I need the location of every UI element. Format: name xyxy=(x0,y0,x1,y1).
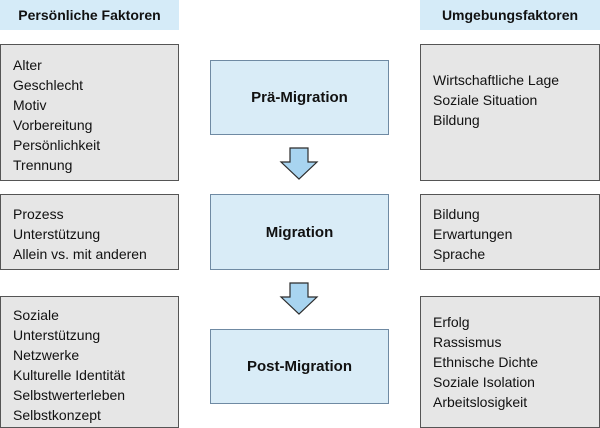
factor-item: Sprache xyxy=(433,246,486,262)
factor-item: Selbstwerterleben xyxy=(13,387,126,403)
factor-item: Persönlichkeit xyxy=(13,137,101,153)
down-arrow-icon xyxy=(279,147,319,180)
environmental-factors-post-migration: Erfolg Rassismus Ethnische Dichte Sozial… xyxy=(420,296,600,428)
factor-item: Netzwerke xyxy=(13,347,80,363)
factor-item: Ethnische Dichte xyxy=(433,354,539,370)
factor-item: Vorbereitung xyxy=(13,117,93,133)
factor-item: Soziale Situation xyxy=(433,92,538,108)
factor-item: Selbstkonzept xyxy=(13,407,101,423)
phase-pre-migration: Prä-Migration xyxy=(210,60,389,135)
factor-item: Wirtschaftliche Lage xyxy=(433,72,560,88)
personal-factors-migration: Prozess Unterstützung Allein vs. mit and… xyxy=(0,194,179,270)
factor-item: Bildung xyxy=(433,206,480,222)
factor-item: Soziale Isolation xyxy=(433,374,535,390)
environmental-factors-header: Umgebungsfaktoren xyxy=(420,0,600,30)
factor-item: Erfolg xyxy=(433,314,470,330)
environmental-factors-pre-migration: Wirtschaftliche Lage Soziale Situation B… xyxy=(420,44,600,181)
factor-item: Allein vs. mit anderen xyxy=(13,246,147,262)
factor-item: Arbeitslosigkeit xyxy=(433,394,528,410)
phase-label: Post-Migration xyxy=(247,358,352,375)
phase-label: Migration xyxy=(265,223,334,241)
factor-item: Unterstützung xyxy=(13,226,101,242)
factor-item: Motiv xyxy=(13,97,47,113)
environmental-factors-migration: Bildung Erwartungen Sprache xyxy=(420,194,600,270)
down-arrow-icon xyxy=(279,282,319,315)
factor-item: Bildung xyxy=(433,112,480,128)
personal-factors-header: Persönliche Faktoren xyxy=(0,0,179,30)
factor-item: Trennung xyxy=(13,157,73,173)
phase-post-migration: Post-Migration xyxy=(210,329,389,404)
factor-item: Unterstützung xyxy=(13,327,101,343)
personal-factors-pre-migration: Alter Geschlecht Motiv Vorbereitung Pers… xyxy=(0,44,179,181)
factor-item: Erwartungen xyxy=(433,226,513,242)
phase-migration: Migration xyxy=(210,194,389,270)
factor-item: Soziale xyxy=(13,307,59,323)
factor-item: Prozess xyxy=(13,206,64,222)
phase-label: Prä-Migration xyxy=(251,89,348,106)
factor-item: Rassismus xyxy=(433,334,502,350)
factor-item: Kulturelle Identität xyxy=(13,367,126,383)
personal-factors-header-label: Persönliche Faktoren xyxy=(18,7,161,23)
environmental-factors-header-label: Umgebungsfaktoren xyxy=(441,7,579,23)
factor-item: Alter xyxy=(13,57,42,73)
personal-factors-post-migration: Soziale Unterstützung Netzwerke Kulturel… xyxy=(0,296,179,428)
factor-item: Geschlecht xyxy=(13,77,84,93)
